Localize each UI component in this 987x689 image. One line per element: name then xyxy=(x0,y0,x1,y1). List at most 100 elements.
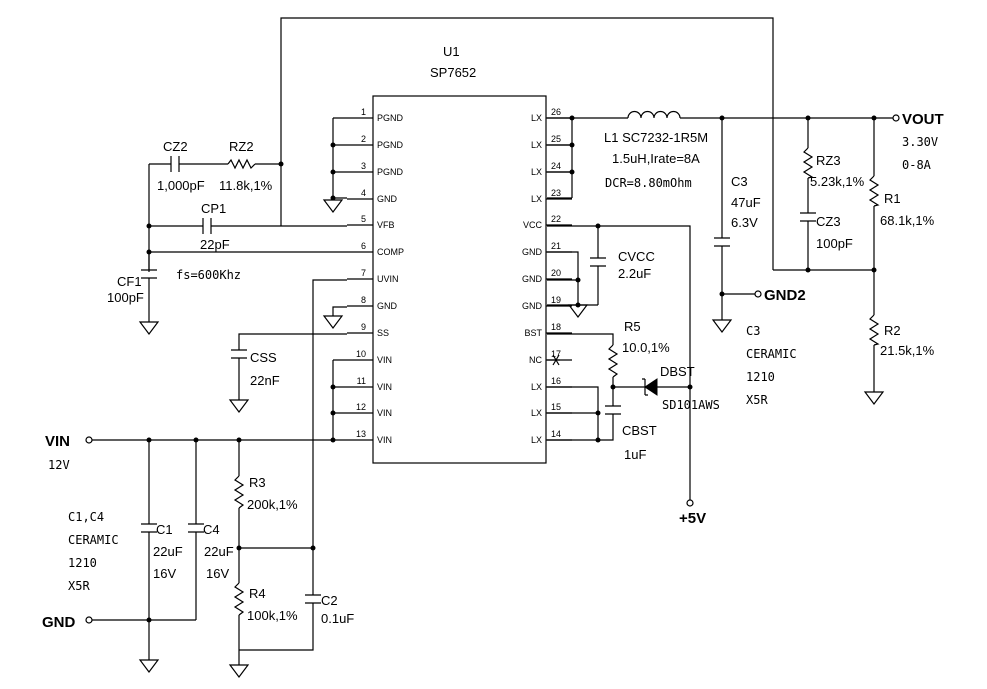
r4-resistor xyxy=(233,582,245,616)
p5v-label: +5V xyxy=(679,510,706,527)
ic-pin-number: 2 xyxy=(361,134,366,144)
cbst-ref: CBST xyxy=(622,423,657,438)
ic-pin-name: LX xyxy=(531,113,542,123)
cp1-value: 22pF xyxy=(200,237,230,252)
ic-pin-number: 4 xyxy=(361,188,366,198)
ic-pin-number: 5 xyxy=(361,214,366,224)
cz3-value: 100pF xyxy=(816,236,853,251)
rz2-value: 11.8k,1% xyxy=(219,178,273,193)
ic-pin-number: 3 xyxy=(361,161,366,171)
c1c4-note-2: CERAMIC xyxy=(68,533,119,547)
p5v-terminal-icon xyxy=(686,499,694,507)
cz2-capacitor xyxy=(170,156,180,172)
c4-value-cap: 22uF xyxy=(204,544,234,559)
vout-current: 0-8A xyxy=(902,158,932,172)
ic-pin-name: SS xyxy=(377,328,389,338)
ic-pin-number: 15 xyxy=(551,402,561,412)
ic-pin-name: LX xyxy=(531,408,542,418)
c2-ref: C2 xyxy=(321,593,338,608)
ic-pin-name: LX xyxy=(531,382,542,392)
ic-pin-number: 8 xyxy=(361,295,366,305)
vout-label: VOUT xyxy=(902,111,944,128)
ic-pin-number: 14 xyxy=(551,429,561,439)
c1-value-cap: 22uF xyxy=(153,544,183,559)
gnd2-label: GND2 xyxy=(764,287,806,304)
ic-pin-name: PGND xyxy=(377,167,404,177)
ic-pin-name: PGND xyxy=(377,140,404,150)
ic-pin-number: 23 xyxy=(551,188,561,198)
ic-pin-number: 11 xyxy=(357,376,366,386)
r4-value: 100k,1% xyxy=(247,608,298,623)
ic-pin-number: 6 xyxy=(361,241,366,251)
ic-pin-number: 24 xyxy=(551,161,561,171)
ic-pin-number: 13 xyxy=(356,429,366,439)
c4-ref: C4 xyxy=(203,522,220,537)
ic-pin-name: VCC xyxy=(523,220,543,230)
ic-pin-number: 10 xyxy=(356,349,366,359)
ic-pin-name: VIN xyxy=(377,382,392,392)
terminals xyxy=(85,114,900,624)
ic-body xyxy=(372,95,547,464)
ic-pin-name: LX xyxy=(531,194,542,204)
rz3-resistor xyxy=(802,147,814,179)
cf1-ref: CF1 xyxy=(117,274,142,289)
rz2-ref: RZ2 xyxy=(229,139,254,154)
c4-capacitor xyxy=(188,523,204,533)
r1-resistor xyxy=(868,175,880,207)
rz2-resistor xyxy=(227,158,256,170)
ic-pin-name: GND xyxy=(522,274,543,284)
css-capacitor xyxy=(231,349,247,359)
ic-pin-number: 25 xyxy=(551,134,561,144)
ic-pin-name: UVIN xyxy=(377,274,399,284)
ground-icon xyxy=(711,319,733,333)
ic-pin-name: LX xyxy=(531,140,542,150)
gnd-label: GND xyxy=(42,614,76,631)
ic-pin-number: 18 xyxy=(551,322,561,332)
r5-resistor xyxy=(607,344,619,378)
ic-pin-name: VFB xyxy=(377,220,395,230)
l1-ref: L1 SC7232-1R5M xyxy=(604,130,708,145)
vin-voltage: 12V xyxy=(48,458,70,472)
cp1-capacitor xyxy=(202,218,212,234)
vout-terminal-icon xyxy=(892,114,900,122)
c3-value-volt: 6.3V xyxy=(731,215,758,230)
vin-terminal-icon xyxy=(85,436,93,444)
ic-pin-number: 7 xyxy=(361,268,366,278)
ic-pin-name: GND xyxy=(377,301,398,311)
nc-cross xyxy=(552,354,560,366)
junctions xyxy=(146,115,877,623)
cz2-ref: CZ2 xyxy=(163,139,188,154)
ic-pin-name: BST xyxy=(524,328,542,338)
ground-icon xyxy=(228,664,250,678)
ic-pin-number: 17 xyxy=(551,349,561,359)
r5-value: 10.0,1% xyxy=(622,340,670,355)
cbst-value: 1uF xyxy=(624,447,646,462)
vin-label: VIN xyxy=(45,433,70,450)
r2-ref: R2 xyxy=(884,323,901,338)
cz2-value: 1,000pF xyxy=(157,178,205,193)
ic-pin-name: NC xyxy=(529,355,542,365)
c3-capacitor xyxy=(714,237,730,247)
rz3-value: 5.23k,1% xyxy=(810,174,865,189)
c1c4-note-1: C1,C4 xyxy=(68,510,104,524)
rz3-ref: RZ3 xyxy=(816,153,841,168)
ic-left-pins: 1PGND2PGND3PGND4GND5VFB6COMP7UVIN8GND9SS… xyxy=(347,107,404,445)
r5-ref: R5 xyxy=(624,319,641,334)
ground-symbols xyxy=(138,199,885,678)
ic-part: SP7652 xyxy=(430,65,476,80)
dbst-ref: DBST xyxy=(660,364,695,379)
cbst-capacitor xyxy=(605,405,621,415)
cvcc-value: 2.2uF xyxy=(618,266,651,281)
l1-dcr: DCR=8.80mOhm xyxy=(605,176,692,190)
cvcc-ref: CVCC xyxy=(618,249,655,264)
